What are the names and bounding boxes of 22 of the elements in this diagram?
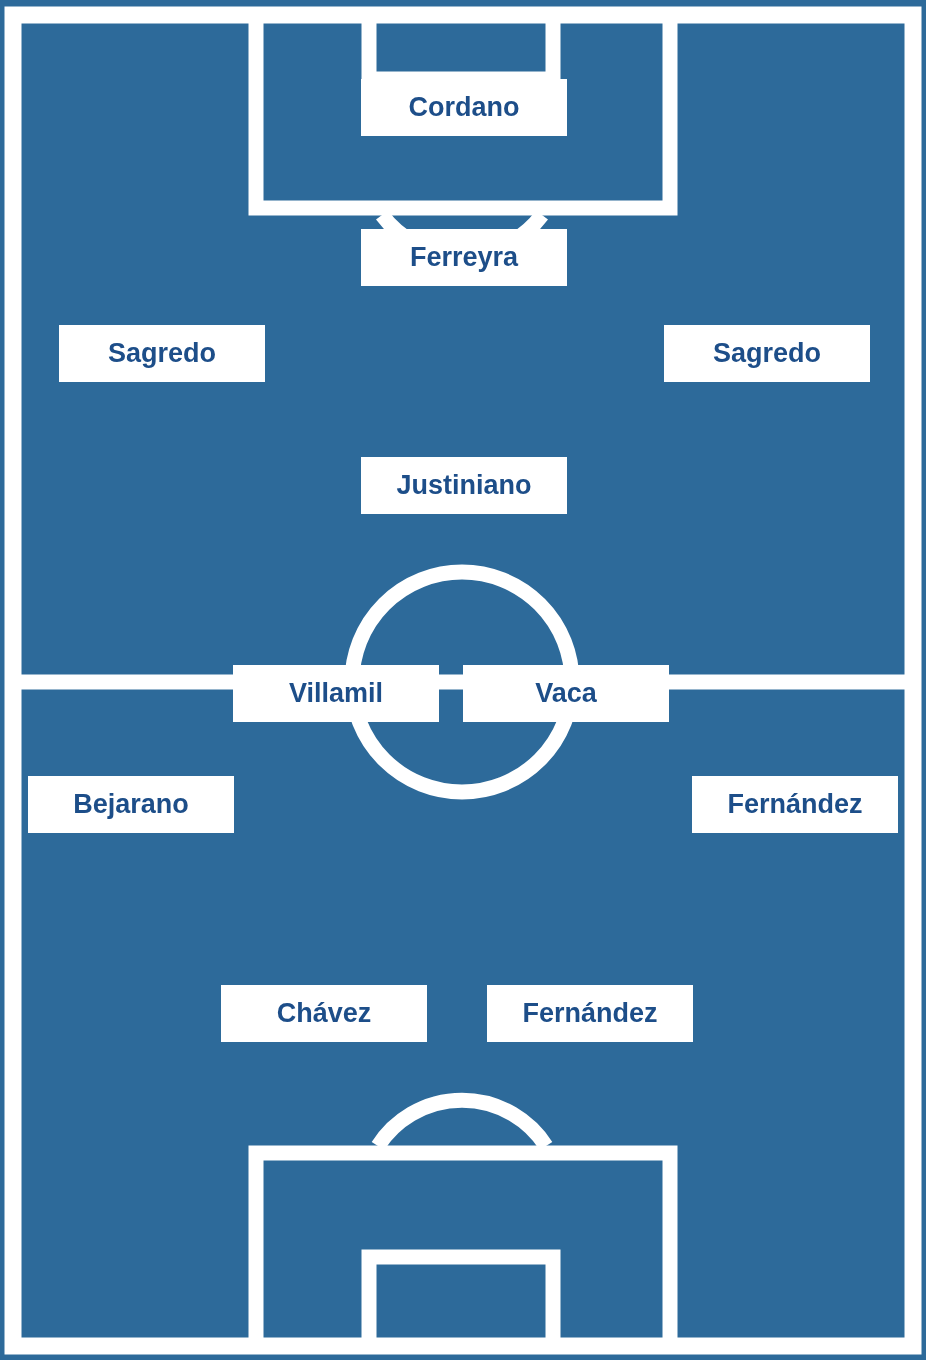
player-name: Sagredo xyxy=(713,340,821,367)
player-name: Villamil xyxy=(288,680,384,707)
player-name-box xyxy=(361,229,567,286)
player-name-box xyxy=(233,665,439,722)
player-name-box xyxy=(487,985,693,1042)
player-name-box xyxy=(221,985,427,1042)
player-name: Vaca xyxy=(535,680,597,707)
player-name: Cordano xyxy=(408,94,520,121)
player-name: Sagredo xyxy=(108,340,216,367)
player-name: Justiniano xyxy=(396,472,532,499)
player-name-box xyxy=(361,457,567,514)
player-name: Fernández xyxy=(727,791,863,818)
player-name-box xyxy=(28,776,234,833)
player-name: Fernández xyxy=(522,1000,658,1027)
player-name: Ferreyra xyxy=(409,244,519,271)
player-name-box xyxy=(361,79,567,136)
player-name: Bejarano xyxy=(73,791,189,818)
player-name-box xyxy=(59,325,265,382)
player-name: Chávez xyxy=(276,1000,372,1027)
player-name-box xyxy=(664,325,870,382)
player-name-box xyxy=(692,776,898,833)
player-name-box xyxy=(463,665,669,722)
